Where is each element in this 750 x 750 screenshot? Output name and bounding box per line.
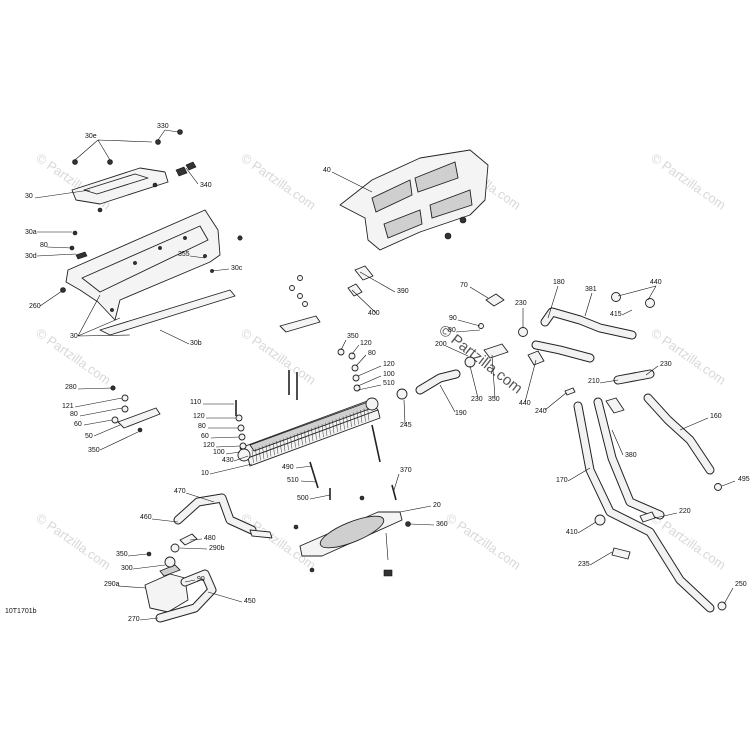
part-label-460: 460 xyxy=(140,514,152,521)
part-coolant-reservoir xyxy=(144,493,273,623)
part-label-230b: 230 xyxy=(660,361,672,368)
part-label-80c: 80 xyxy=(368,350,376,357)
part-label-390: 390 xyxy=(397,288,409,295)
part-label-380: 380 xyxy=(625,452,637,459)
part-label-100: 100 xyxy=(383,371,395,378)
watermark: © Partzilla.com xyxy=(648,150,728,213)
part-label-340: 340 xyxy=(200,182,212,189)
part-label-170: 170 xyxy=(556,477,568,484)
part-label-70: 70 xyxy=(460,282,468,289)
watermark: © Partzilla.com xyxy=(238,510,318,573)
part-label-250: 250 xyxy=(735,581,747,588)
part-label-410: 410 xyxy=(566,529,578,536)
part-label-280: 280 xyxy=(65,384,77,391)
part-hardware-stack xyxy=(235,348,397,501)
part-label-90: 90 xyxy=(449,315,457,322)
part-label-210: 210 xyxy=(588,378,600,385)
part-label-290b: 290b xyxy=(209,545,225,552)
part-label-415: 415 xyxy=(610,311,622,318)
part-label-360: 360 xyxy=(436,521,448,528)
part-label-350: 350 xyxy=(347,333,359,340)
part-label-30e: 30e xyxy=(85,133,97,140)
diagram-code: 10T1701b xyxy=(5,608,37,615)
part-label-121: 121 xyxy=(62,403,74,410)
part-label-510b: 510 xyxy=(287,477,299,484)
part-label-355: 355 xyxy=(178,251,190,258)
part-label-200: 200 xyxy=(435,341,447,348)
part-label-30d: 30d xyxy=(25,253,37,260)
part-label-270: 270 xyxy=(128,616,140,623)
part-label-90b: 90 xyxy=(197,576,205,583)
part-label-80: 80 xyxy=(40,242,48,249)
part-label-480: 480 xyxy=(204,535,216,542)
part-label-260: 260 xyxy=(29,303,41,310)
part-label-245: 245 xyxy=(400,422,412,429)
part-label-10: 10 xyxy=(201,470,209,477)
part-label-230a: 230 xyxy=(515,300,527,307)
part-label-500: 500 xyxy=(297,495,309,502)
part-label-400: 400 xyxy=(368,310,380,317)
watermark: © Partzilla.com xyxy=(648,325,728,388)
part-label-495: 495 xyxy=(738,476,750,483)
part-label-490: 490 xyxy=(282,464,294,471)
part-label-160: 160 xyxy=(710,413,722,420)
part-label-100b: 100 xyxy=(213,449,225,456)
part-label-30a: 30a xyxy=(25,229,37,236)
part-label-350b: 350 xyxy=(488,396,500,403)
leader-lines xyxy=(34,129,736,621)
watermark: © Partzilla.com xyxy=(238,150,318,213)
watermark: © Partzilla.com xyxy=(33,510,113,573)
part-upper-hoses xyxy=(396,292,655,400)
part-label-220: 220 xyxy=(679,508,691,515)
part-label-300: 300 xyxy=(121,565,133,572)
part-label-180: 180 xyxy=(553,279,565,286)
part-label-80e: 80 xyxy=(198,423,206,430)
part-bracket-middle xyxy=(279,275,321,333)
part-fan-assembly xyxy=(293,495,411,577)
part-label-235: 235 xyxy=(578,561,590,568)
part-label-30b: 30b xyxy=(190,340,202,347)
part-label-120d: 120 xyxy=(203,442,215,449)
watermark: © Partzilla.com xyxy=(443,510,523,573)
part-label-120: 120 xyxy=(360,340,372,347)
part-label-370: 370 xyxy=(400,467,412,474)
part-side-panel xyxy=(60,209,243,336)
part-label-470: 470 xyxy=(174,488,186,495)
part-label-120b: 120 xyxy=(383,361,395,368)
part-label-440: 440 xyxy=(650,279,662,286)
part-label-50: 50 xyxy=(85,433,93,440)
part-label-450: 450 xyxy=(244,598,256,605)
part-label-30_2: 30 xyxy=(70,333,78,340)
part-label-80b: 80 xyxy=(448,327,456,334)
part-label-440b: 440 xyxy=(519,400,531,407)
part-label-430: 430 xyxy=(222,457,234,464)
part-top-shroud xyxy=(339,149,489,297)
part-label-350d: 350 xyxy=(116,551,128,558)
part-label-240: 240 xyxy=(535,408,547,415)
part-label-230c: 230 xyxy=(471,396,483,403)
part-label-20: 20 xyxy=(433,502,441,509)
part-label-60: 60 xyxy=(74,421,82,428)
part-label-30: 30 xyxy=(25,193,33,200)
part-label-30c: 30c xyxy=(231,265,243,272)
part-label-330: 330 xyxy=(157,123,169,130)
part-label-190: 190 xyxy=(455,410,467,417)
part-label-60b: 60 xyxy=(201,433,209,440)
part-lower-hoses xyxy=(573,393,727,613)
part-label-290a: 290a xyxy=(104,581,120,588)
part-top-plate xyxy=(71,129,197,213)
part-label-120c: 120 xyxy=(193,413,205,420)
part-label-510: 510 xyxy=(383,380,395,387)
watermark: © Partzilla.com xyxy=(238,325,318,388)
part-label-40: 40 xyxy=(323,167,331,174)
part-label-381: 381 xyxy=(585,286,597,293)
part-label-350c: 350 xyxy=(88,447,100,454)
part-label-80d: 80 xyxy=(70,411,78,418)
part-radiator xyxy=(237,397,381,467)
part-label-110: 110 xyxy=(190,399,201,406)
